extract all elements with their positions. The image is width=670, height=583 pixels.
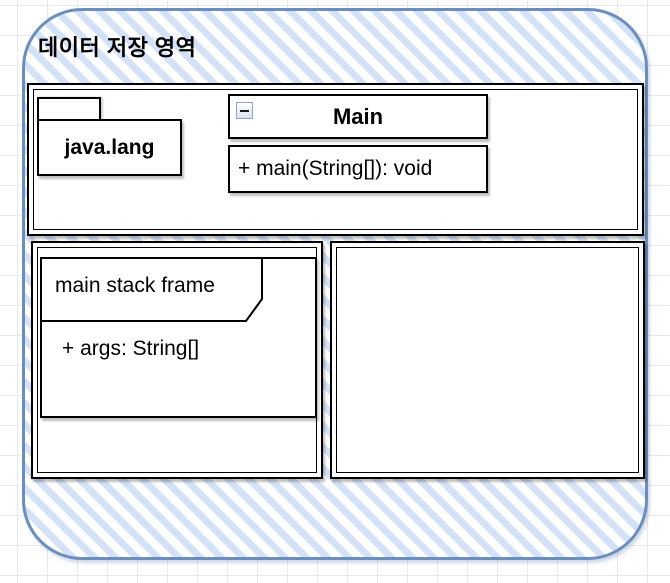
stack-frame-label: main stack frame bbox=[55, 274, 215, 297]
class-name: Main bbox=[332, 103, 384, 129]
frame-label-outline bbox=[41, 258, 263, 322]
package-tab bbox=[37, 97, 101, 121]
stack-frame-shape: main stack frame + args: String[] bbox=[40, 257, 317, 418]
collapse-minus-icon[interactable] bbox=[236, 102, 253, 119]
stack-frame-field: + args: String[] bbox=[62, 337, 200, 360]
package-java-lang: java.lang bbox=[37, 119, 182, 176]
class-main-titlebar: Main bbox=[228, 94, 488, 139]
heap-area-section bbox=[330, 241, 645, 479]
class-main-method-row: + main(String[]): void bbox=[228, 145, 488, 193]
class-method-label: + main(String[]): void bbox=[238, 157, 433, 180]
region-title: 데이터 저장 영역 bbox=[38, 35, 197, 60]
package-label: java.lang bbox=[64, 135, 155, 159]
